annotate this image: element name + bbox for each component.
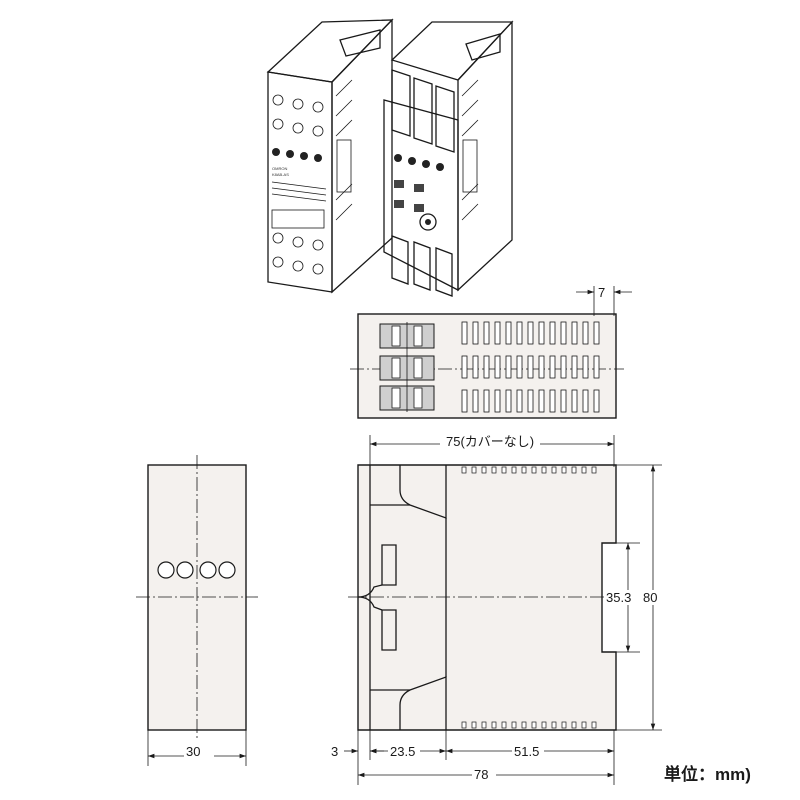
vent-slot	[549, 355, 556, 379]
dim-label-23-5: 23.5	[390, 744, 415, 759]
dim-top-slot: 7	[576, 285, 632, 316]
side-vent-slot	[481, 466, 487, 474]
dim-rail-height: 35.3	[602, 542, 640, 653]
dim-length-no-cover: 75(カバーなし)	[369, 434, 615, 467]
vent-slot	[483, 355, 490, 379]
side-vent-slot	[511, 721, 517, 729]
dim-label-35-3: 35.3	[606, 590, 631, 605]
vent-slot	[549, 389, 556, 413]
top-view: 7	[350, 285, 632, 419]
side-vent-slot	[531, 466, 537, 474]
vent-slot	[571, 355, 578, 379]
vent-slot	[516, 355, 523, 379]
side-vent-slot	[491, 721, 497, 729]
side-vent-slot	[471, 721, 477, 729]
vent-slot	[538, 355, 545, 379]
vent-slot	[461, 321, 468, 345]
front-indicator-leds	[157, 561, 236, 579]
top-vent-slots	[461, 321, 600, 413]
vent-slot	[582, 355, 589, 379]
dim-front-width: 30	[147, 730, 247, 766]
side-vent-slot	[581, 721, 587, 729]
vent-slot	[483, 321, 490, 345]
side-vent-slots	[461, 466, 597, 729]
model-label: K8AB-AS	[272, 172, 289, 177]
vent-slot	[538, 389, 545, 413]
side-vent-slot	[491, 466, 497, 474]
unit-label: 単位：mm)	[664, 764, 751, 784]
vent-slot	[560, 321, 567, 345]
side-vent-slot	[531, 721, 537, 729]
top-terminal-screws	[379, 322, 435, 412]
vent-slot	[516, 321, 523, 345]
side-vent-slot	[501, 721, 507, 729]
side-vent-slot	[571, 721, 577, 729]
vent-slot	[483, 389, 490, 413]
right-relay-unit	[383, 20, 514, 297]
vent-slot	[505, 355, 512, 379]
vent-slot	[505, 321, 512, 345]
vent-slot	[461, 355, 468, 379]
side-vent-slot	[461, 721, 467, 729]
dim-label-3: 3	[331, 744, 338, 759]
side-vent-slot	[501, 466, 507, 474]
vent-slot	[593, 389, 600, 413]
side-vent-slot	[561, 466, 567, 474]
side-vent-slot	[561, 721, 567, 729]
vent-slot	[472, 321, 479, 345]
side-vent-slot	[521, 721, 527, 729]
left-relay-unit: OMRON K8AB-AS	[266, 18, 394, 294]
vent-slot	[582, 321, 589, 345]
vent-slot	[582, 389, 589, 413]
front-view: 30	[136, 455, 258, 766]
vent-slot	[571, 389, 578, 413]
side-vent-slot	[521, 466, 527, 474]
side-vent-slot	[541, 721, 547, 729]
vent-slot	[571, 321, 578, 345]
side-vent-slot	[591, 721, 597, 729]
product-photo: OMRON K8AB-AS	[266, 18, 514, 297]
dim-label-78: 78	[474, 767, 488, 782]
vent-slot	[461, 389, 468, 413]
vent-slot	[527, 389, 534, 413]
vent-slot	[560, 355, 567, 379]
side-vent-slot	[541, 466, 547, 474]
vent-slot	[472, 355, 479, 379]
vent-slot	[549, 321, 556, 345]
dim-label-80: 80	[643, 590, 657, 605]
dim-label-7: 7	[598, 285, 605, 300]
side-vent-slot	[481, 721, 487, 729]
vent-slot	[560, 389, 567, 413]
vent-slot	[472, 389, 479, 413]
vent-slot	[593, 355, 600, 379]
dim-label-75: 75(カバーなし)	[446, 434, 534, 449]
side-vent-slot	[551, 466, 557, 474]
dim-overall-height: 80	[616, 464, 665, 731]
side-view: 75(カバーなし) 35.3 80 3	[331, 434, 665, 785]
side-vent-slot	[581, 466, 587, 474]
brand-label: OMRON	[272, 166, 287, 171]
dim-label-30: 30	[186, 744, 200, 759]
vent-slot	[494, 355, 501, 379]
vent-slot	[527, 355, 534, 379]
side-vent-slot	[591, 466, 597, 474]
dim-label-51-5: 51.5	[514, 744, 539, 759]
vent-slot	[505, 389, 512, 413]
vent-slot	[538, 321, 545, 345]
vent-slot	[593, 321, 600, 345]
vent-slot	[516, 389, 523, 413]
side-vent-slot	[471, 466, 477, 474]
side-vent-slot	[551, 721, 557, 729]
dim-bottom-chain: 3 23.5 51.5 78	[331, 730, 615, 785]
vent-slot	[494, 321, 501, 345]
vent-slot	[527, 321, 534, 345]
side-vent-slot	[571, 466, 577, 474]
side-vent-slot	[511, 466, 517, 474]
side-vent-slot	[461, 466, 467, 474]
vent-slot	[494, 389, 501, 413]
